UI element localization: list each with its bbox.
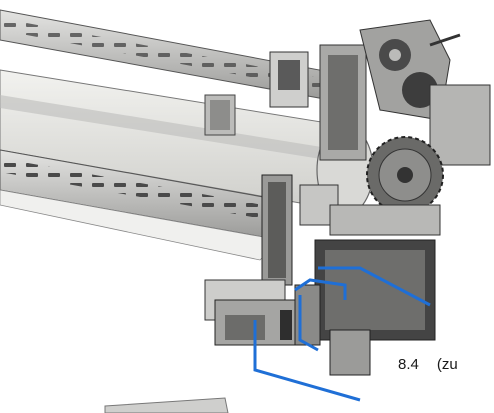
motor-gearbox	[269, 19, 491, 166]
blue-cables	[253, 266, 431, 402]
figure-number: 8.4	[398, 356, 419, 373]
lower-rail	[0, 149, 281, 261]
figure-caption: 8.4 (zu	[398, 356, 458, 373]
partial-rail	[104, 397, 229, 413]
figure-caption-text: (zu	[436, 356, 458, 373]
sprocket-gear	[366, 136, 444, 214]
cross-bracket	[204, 94, 236, 136]
